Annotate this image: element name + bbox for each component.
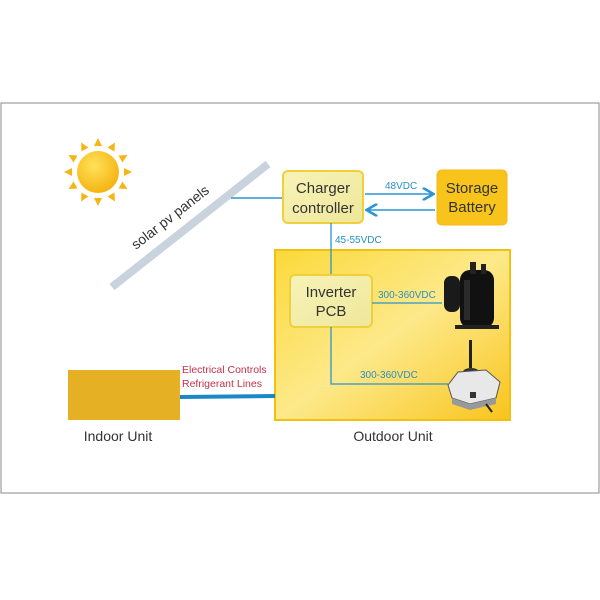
voltage-compressor: 300-360VDC bbox=[378, 290, 436, 301]
indoor-unit-box bbox=[68, 370, 180, 420]
frame bbox=[0, 102, 600, 494]
charger-controller-box: Charger controller bbox=[282, 170, 364, 224]
compressor-icon bbox=[444, 262, 499, 329]
inverter-label-1: Inverter bbox=[306, 284, 357, 301]
sun-icon bbox=[64, 138, 132, 206]
battery-label-2: Battery bbox=[448, 199, 496, 216]
storage-battery-box: Storage Battery bbox=[436, 169, 508, 226]
indoor-unit-label: Indoor Unit bbox=[84, 428, 153, 444]
fan-motor-icon bbox=[447, 340, 501, 413]
voltage-45-55vdc: 45-55VDC bbox=[335, 235, 382, 246]
charger-label-1: Charger bbox=[296, 180, 350, 197]
electrical-controls-label: Electrical Controls bbox=[182, 364, 267, 376]
inverter-label-2: PCB bbox=[316, 303, 347, 320]
solar-panel bbox=[109, 160, 271, 291]
refrigerant-line bbox=[179, 394, 276, 399]
refrigerant-lines-label: Refrigerant Lines bbox=[182, 378, 262, 390]
battery-label-1: Storage bbox=[446, 180, 499, 197]
inverter-pcb-box: Inverter PCB bbox=[289, 274, 373, 328]
charger-label-2: controller bbox=[292, 200, 354, 217]
fan-wire bbox=[330, 327, 448, 385]
outdoor-unit-label: Outdoor Unit bbox=[353, 428, 432, 444]
voltage-48vdc: 48VDC bbox=[385, 181, 417, 192]
voltage-fan: 300-360VDC bbox=[360, 370, 418, 381]
